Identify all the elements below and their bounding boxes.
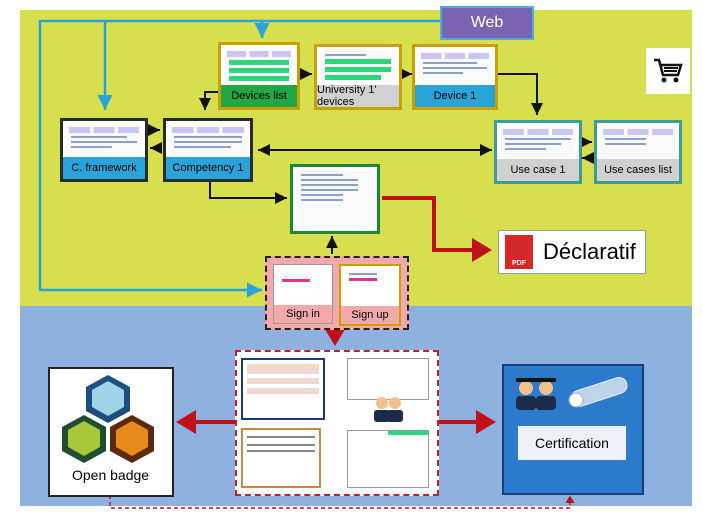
card-caption: Sign up <box>341 306 399 324</box>
shopping-cart-icon[interactable] <box>646 48 690 94</box>
validation-group <box>235 350 439 496</box>
pdf-icon: PDF <box>505 235 533 269</box>
certification-label: Certification <box>518 426 626 460</box>
web-header[interactable]: Web <box>440 6 534 40</box>
devices-list-card[interactable]: Devices list <box>218 42 300 110</box>
card-caption: Use case 1 <box>497 159 579 181</box>
sign-up-card[interactable]: Sign up <box>339 264 401 326</box>
screenshot-thumbnail <box>501 127 575 157</box>
screenshot-thumbnail <box>170 125 246 155</box>
sign-in-card[interactable]: Sign in <box>273 264 333 324</box>
card-caption: University 1' devices <box>317 84 399 108</box>
red-arrows <box>176 196 496 434</box>
declaration-form-card[interactable] <box>290 164 380 234</box>
dashed-return-link <box>109 495 575 509</box>
use-cases-list-card[interactable]: Use cases list <box>594 120 682 184</box>
open-badge-box[interactable]: Open badge <box>48 367 174 497</box>
card-caption: Sign in <box>274 305 332 323</box>
card-caption: Competency 1 <box>166 157 250 179</box>
navigation-arrows <box>148 68 594 254</box>
university-devices-card[interactable]: University 1' devices <box>314 44 402 110</box>
list-screenshot <box>347 358 429 400</box>
card-caption: Use cases list <box>597 159 679 181</box>
screenshot-thumbnail <box>225 49 293 83</box>
competency-1-card[interactable]: Competency 1 <box>163 118 253 182</box>
use-case-1-card[interactable]: Use case 1 <box>494 120 582 184</box>
screenshot-thumbnail <box>67 125 141 155</box>
certification-box[interactable]: Certification <box>502 364 644 495</box>
screenshot-thumbnail <box>297 171 373 227</box>
people-icon <box>371 394 405 424</box>
declaratif-pdf[interactable]: PDF Déclaratif <box>498 230 646 274</box>
open-badge-cubes-icon <box>62 375 154 463</box>
screenshot-thumbnail <box>601 127 675 157</box>
card-caption: C. framework <box>63 157 145 179</box>
certification-graduates-icon <box>516 377 628 410</box>
screenshot-thumbnail <box>321 51 395 83</box>
screenshot-thumbnail <box>419 51 491 83</box>
screenshot-thumbnail <box>345 270 395 304</box>
screenshot-thumbnail <box>278 269 328 303</box>
card-caption: Device 1 <box>415 85 495 107</box>
form-screenshot <box>241 428 321 488</box>
pdf-label: Déclaratif <box>543 239 636 264</box>
device-1-card[interactable]: Device 1 <box>412 44 498 110</box>
profile-screenshot <box>241 358 325 420</box>
sign-group: Sign in Sign up <box>265 256 409 330</box>
open-badge-label: Open badge <box>68 465 154 485</box>
result-screenshot <box>347 430 429 488</box>
c-framework-card[interactable]: C. framework <box>60 118 148 182</box>
web-connectors <box>38 19 440 298</box>
card-caption: Devices list <box>221 85 297 107</box>
